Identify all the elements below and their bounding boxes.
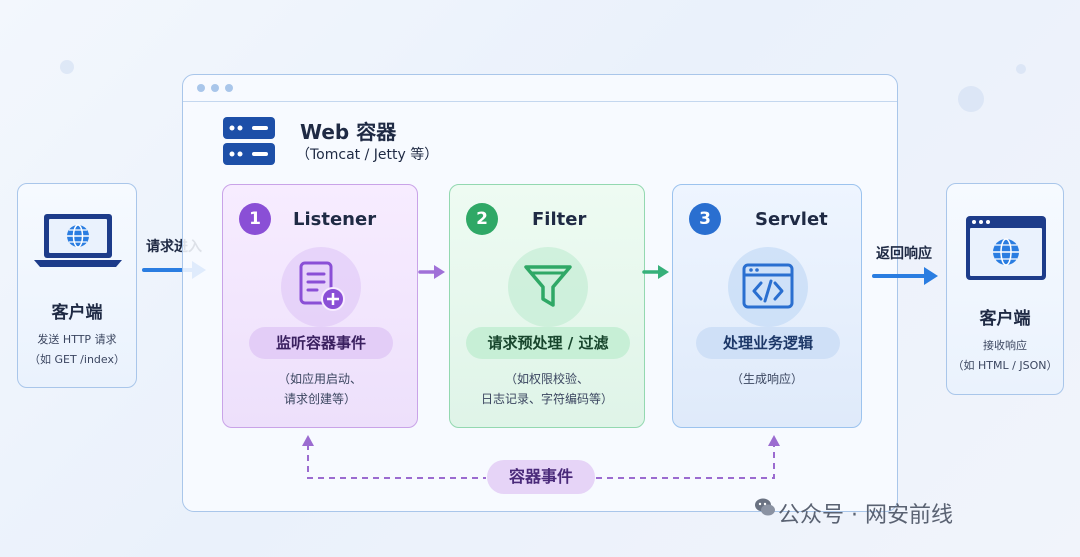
stage-name: Filter xyxy=(532,209,587,230)
window-dot xyxy=(211,84,219,92)
stage-action: 监听容器事件 xyxy=(249,327,393,359)
stage-icon-halo xyxy=(281,247,361,327)
stage-icon-halo xyxy=(728,247,808,327)
watermark-text: 公众号 · 网安前线 xyxy=(778,503,953,528)
client-right-card: 客户端 接收响应 （如 HTML / JSON） xyxy=(946,183,1064,395)
funnel-icon xyxy=(524,265,572,307)
container-subtitle: （Tomcat / Jetty 等） xyxy=(296,147,439,163)
container-title: Web 容器 xyxy=(300,120,397,144)
client-left-card: 客户端 发送 HTTP 请求 （如 GET /index） xyxy=(17,183,137,388)
client-right-line1: 接收响应 xyxy=(983,339,1027,352)
browser-globe-icon xyxy=(966,216,1046,280)
stage-number: 2 xyxy=(466,203,498,235)
client-right-line2: （如 HTML / JSON） xyxy=(952,359,1058,372)
stage-listener: 1 Listener 监听容器事件 （如应用启动、 请求创建等） xyxy=(222,184,418,428)
stage-number: 1 xyxy=(239,203,271,235)
container-event-loop xyxy=(302,435,780,479)
stage-name: Servlet xyxy=(755,209,828,230)
window-title-bar xyxy=(183,75,897,102)
code-window-icon xyxy=(742,263,794,309)
stage-icon-halo xyxy=(508,247,588,327)
flow-arrow-filter-servlet xyxy=(642,265,669,279)
response-label: 返回响应 xyxy=(876,246,932,262)
document-plus-icon xyxy=(299,261,345,311)
client-right-title: 客户端 xyxy=(979,309,1031,329)
client-left-title: 客户端 xyxy=(51,303,103,323)
stage-desc-line2: 请求创建等） xyxy=(283,392,356,406)
bg-decoration xyxy=(958,86,984,112)
response-arrow xyxy=(872,267,938,285)
stage-desc-line1: （如应用启动、 xyxy=(277,372,362,386)
stage-name: Listener xyxy=(293,209,377,230)
server-rack-icon xyxy=(223,117,275,165)
stage-desc-line1: （如权限校验、 xyxy=(504,372,589,386)
bg-decoration xyxy=(60,60,74,74)
wechat-icon xyxy=(755,498,775,516)
flow-arrow-listener-filter xyxy=(418,265,445,279)
stage-number: 3 xyxy=(689,203,721,235)
container-event-label: 容器事件 xyxy=(487,460,595,494)
laptop-globe-icon xyxy=(34,214,122,267)
client-left-line1: 发送 HTTP 请求 xyxy=(37,333,117,346)
window-dot xyxy=(225,84,233,92)
stage-action: 处理业务逻辑 xyxy=(696,327,840,359)
client-left-line2: （如 GET /index） xyxy=(29,353,125,366)
stage-desc-line1: （生成响应） xyxy=(730,372,803,386)
bg-decoration xyxy=(1016,64,1026,74)
stage-filter: 2 Filter 请求预处理 / 过滤 （如权限校验、 日志记录、字符编码等） xyxy=(449,184,645,428)
window-dot xyxy=(197,84,205,92)
stage-action: 请求预处理 / 过滤 xyxy=(466,327,630,359)
stage-desc-line2: 日志记录、字符编码等） xyxy=(480,392,613,406)
stage-servlet: 3 Servlet 处理业务逻辑 （生成响应） xyxy=(672,184,862,428)
